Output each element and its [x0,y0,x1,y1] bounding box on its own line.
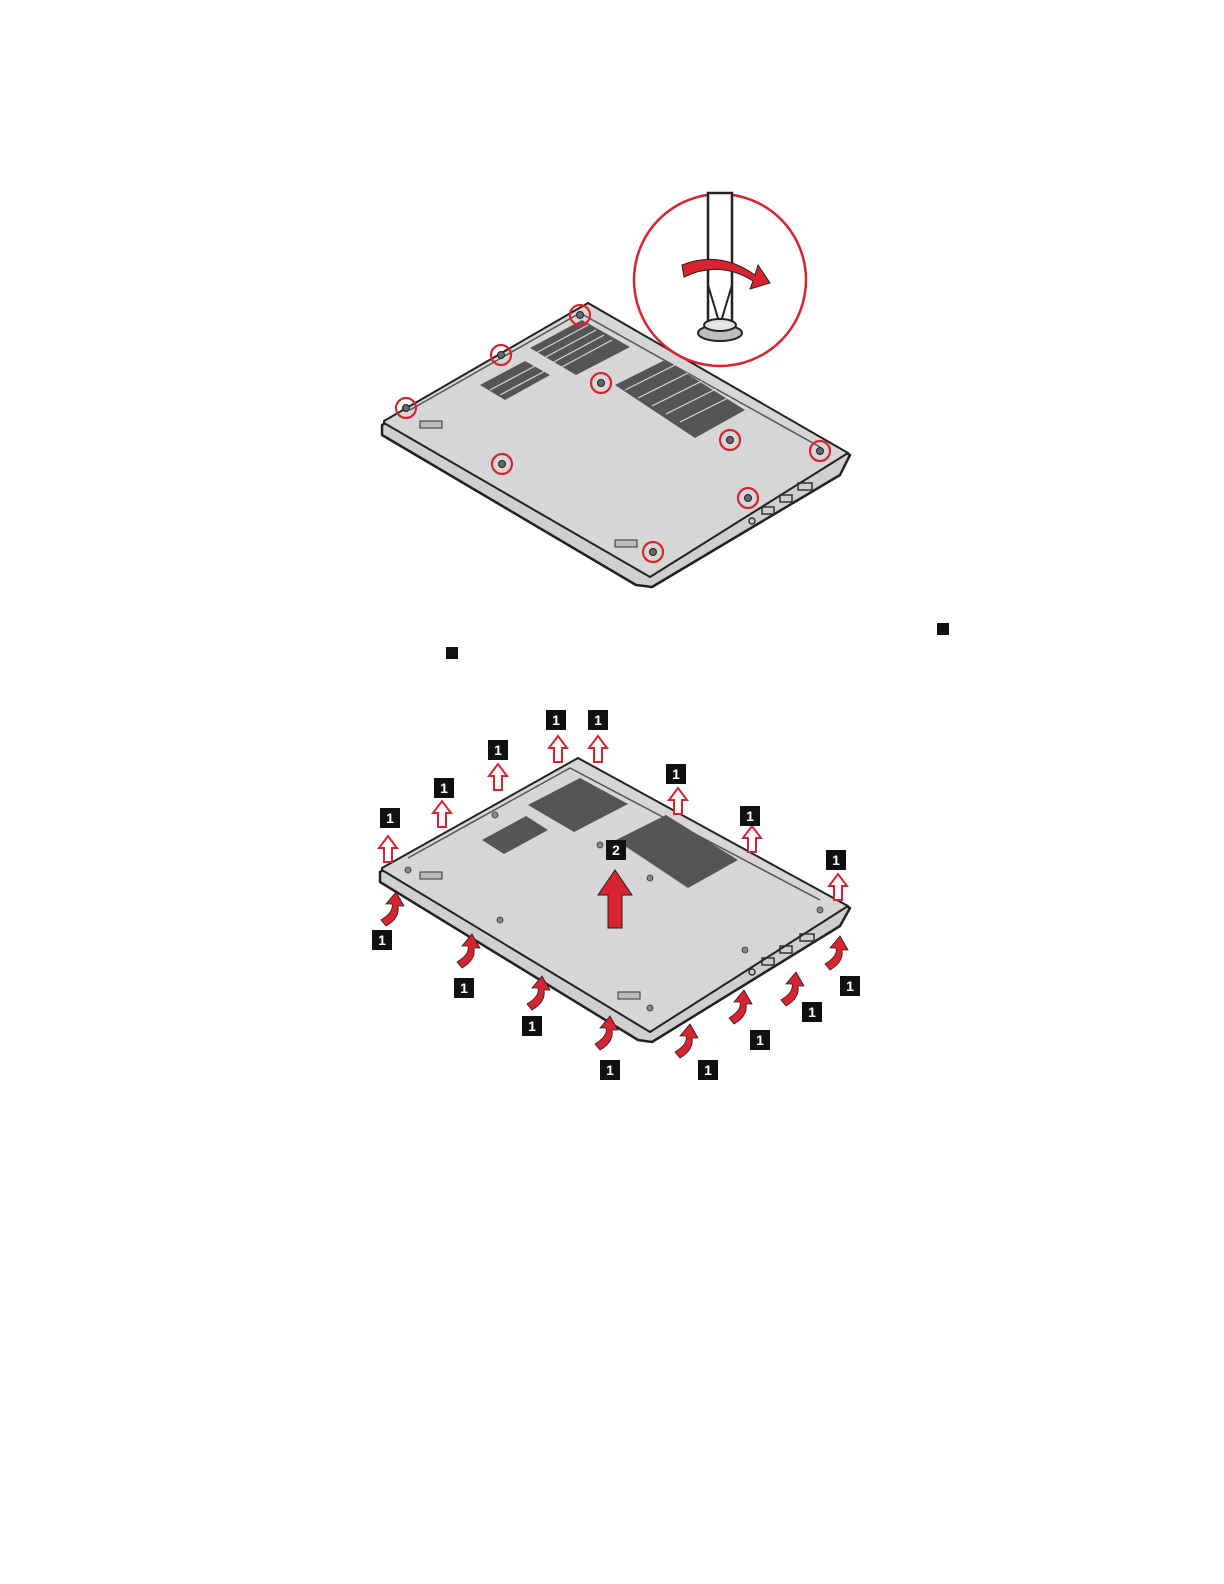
callout-badge: 1 [454,978,474,998]
callout-badge: 1 [546,710,566,730]
release-arrow-icon [825,936,848,970]
release-arrow-icon [729,990,752,1024]
svg-text:1: 1 [528,1018,536,1034]
callout-badge: 1 [522,1016,542,1036]
callout-badge: 2 [606,840,626,860]
svg-text:1: 1 [594,712,602,728]
svg-text:1: 1 [756,1032,764,1048]
svg-text:2: 2 [612,842,620,858]
callout-badge: 1 [802,1002,822,1022]
release-arrow-icon [781,972,804,1006]
release-arrow-icon [589,736,607,762]
callout-badge: 1 [740,806,760,826]
callout-badge: 1 [826,850,846,870]
callout-badge: 1 [840,976,860,996]
svg-text:1: 1 [460,980,468,996]
callout-badge: 1 [750,1030,770,1050]
figure-remove-cover: 1 1 1 1 1 1 1 1 1 1 1 1 1 1 1 1 2 [360,700,880,1100]
callout-badge: 1 [600,1060,620,1080]
callout-badge: 1 [380,808,400,828]
callout-badge: 1 [488,740,508,760]
svg-text:1: 1 [386,810,394,826]
svg-text:1: 1 [746,808,754,824]
callout-square-icon [937,623,949,635]
svg-text:1: 1 [846,978,854,994]
svg-text:1: 1 [494,742,502,758]
callout-square-icon [446,647,458,659]
release-arrow-icon [675,1024,698,1058]
release-arrow-icon [743,826,761,852]
release-arrow-icon [549,736,567,762]
callout-badge: 1 [666,764,686,784]
release-arrow-icon [379,836,397,862]
svg-text:1: 1 [672,766,680,782]
release-arrow-icon [489,764,507,790]
figure-remove-screws [370,185,870,605]
callout-badge: 1 [372,930,392,950]
callout-badge: 1 [588,710,608,730]
zoom-inset [634,193,806,366]
callout-badge: 1 [698,1060,718,1080]
svg-text:1: 1 [606,1062,614,1078]
svg-text:1: 1 [552,712,560,728]
svg-text:1: 1 [378,932,386,948]
svg-text:1: 1 [440,780,448,796]
callout-badge: 1 [434,778,454,798]
svg-text:1: 1 [832,852,840,868]
base-cover-illustration [382,303,850,587]
release-arrow-icon [381,892,404,926]
svg-text:1: 1 [808,1004,816,1020]
release-arrow-icon [433,801,451,827]
svg-text:1: 1 [704,1062,712,1078]
